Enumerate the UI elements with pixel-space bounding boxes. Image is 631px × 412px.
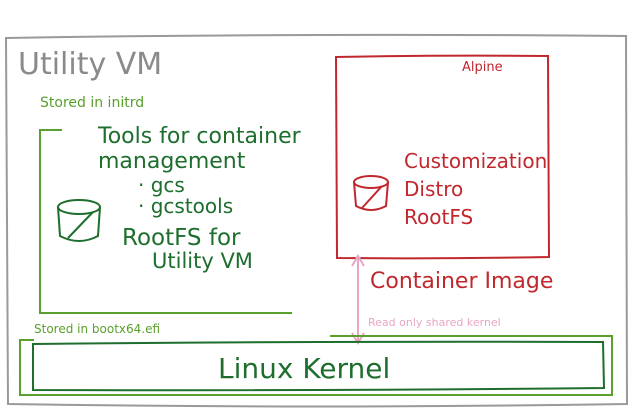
container-line-3: RootFS <box>404 205 473 229</box>
bootx-bracket <box>19 335 613 396</box>
rootfs-line-1: RootFS for <box>122 225 241 251</box>
alpine-label: Alpine <box>462 60 503 75</box>
initrd-bracket <box>39 129 292 314</box>
database-icon <box>353 175 389 211</box>
double-arrow-icon <box>351 254 365 345</box>
tools-line-1: Tools for container <box>97 124 302 149</box>
tools-line-2: management <box>98 149 246 174</box>
initrd-label: Stored in initrd <box>40 95 144 111</box>
read-only-label: Read only shared kernel <box>368 316 501 329</box>
bootx-label: Stored in bootx64.efi <box>34 322 160 336</box>
tools-bullet-gcs: · gcs <box>138 173 185 197</box>
container-line-2: Distro <box>404 177 463 201</box>
container-image-label: Container Image <box>370 269 553 294</box>
database-icon <box>57 199 101 242</box>
utility-vm-title: Utility VM <box>18 47 162 82</box>
rootfs-line-2: Utility VM <box>152 249 253 273</box>
kernel-box <box>32 340 606 392</box>
container-box <box>334 54 551 260</box>
utility-vm-box <box>4 33 629 408</box>
kernel-label: Linux Kernel <box>218 352 390 385</box>
tools-bullet-gcstools: · gcstools <box>138 194 233 218</box>
container-line-1: Customization <box>404 149 547 173</box>
